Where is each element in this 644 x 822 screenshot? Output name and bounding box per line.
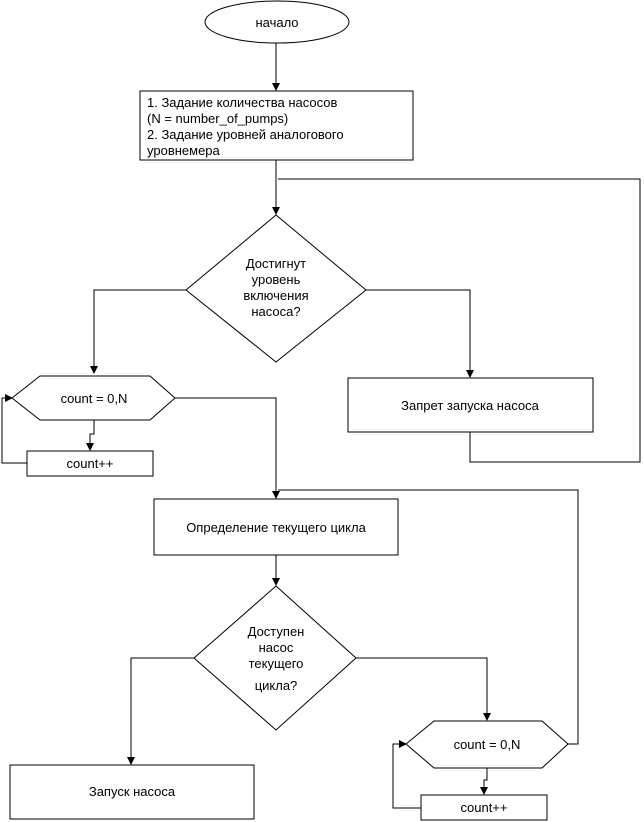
- arrow-increment-back: [1, 394, 27, 464]
- setup-line: 2. Задание уровней аналогового: [147, 127, 344, 142]
- loop1-increment-node: count++: [26, 450, 154, 477]
- loop2-node: count = 0,N: [405, 720, 569, 769]
- decision-level-node: Достигнут уровень включения насоса?: [185, 214, 367, 363]
- loop2-increment-label: count++: [461, 800, 508, 815]
- loop2-label: count = 0,N: [454, 737, 521, 752]
- start-node: начало: [204, 0, 350, 44]
- arrow-forbid-feedback: [278, 178, 641, 463]
- decision-level-line: включения: [243, 288, 308, 303]
- decision-pump-line: цикла?: [255, 678, 298, 693]
- arrow-decision2-right: [356, 657, 491, 721]
- arrow-decision2-left: [127, 657, 194, 765]
- decision-level-line: Достигнут: [246, 256, 306, 271]
- loop2-increment-node: count++: [420, 794, 548, 821]
- setup-line: 1. Задание количества насосов: [147, 95, 337, 110]
- arrow-loop1-exit: [175, 397, 280, 499]
- decision-level-line: насоса?: [251, 304, 300, 319]
- arrow-increment2-back: [392, 740, 421, 809]
- arrow-loop2-to-increment: [480, 768, 488, 795]
- loop1-node: count = 0,N: [11, 375, 176, 421]
- arrow-decision-right: [366, 289, 474, 378]
- setup-node: 1. Задание количества насосов (N = numbe…: [139, 90, 414, 161]
- determine-cycle-label: Определение текущего цикла: [186, 520, 366, 535]
- decision-pump-line: текущего: [249, 656, 304, 671]
- arrow-decision-left: [90, 289, 186, 374]
- start-pump-label: Запуск насоса: [89, 784, 176, 799]
- decision-pump-line: насос: [259, 640, 294, 655]
- setup-line: уровнемера: [147, 143, 221, 158]
- decision-level-line: уровень: [252, 272, 301, 287]
- decision-pump-line: Доступен: [248, 624, 305, 639]
- arrow-loop1-to-increment: [86, 420, 95, 451]
- arrow-loop2-feedback: [278, 489, 579, 745]
- forbid-start-label: Запрет запуска насоса: [401, 398, 539, 413]
- forbid-start-node: Запрет запуска насоса: [347, 377, 594, 433]
- decision-pump-node: Доступен насос текущего цикла?: [193, 585, 357, 731]
- determine-cycle-node: Определение текущего цикла: [153, 498, 399, 556]
- connectors: [1, 43, 641, 809]
- setup-line: (N = number_of_pumps): [147, 111, 288, 126]
- start-pump-node: Запуск насоса: [9, 764, 255, 820]
- loop1-increment-label: count++: [67, 456, 114, 471]
- start-label: начало: [255, 15, 298, 30]
- loop1-label: count = 0,N: [61, 391, 128, 406]
